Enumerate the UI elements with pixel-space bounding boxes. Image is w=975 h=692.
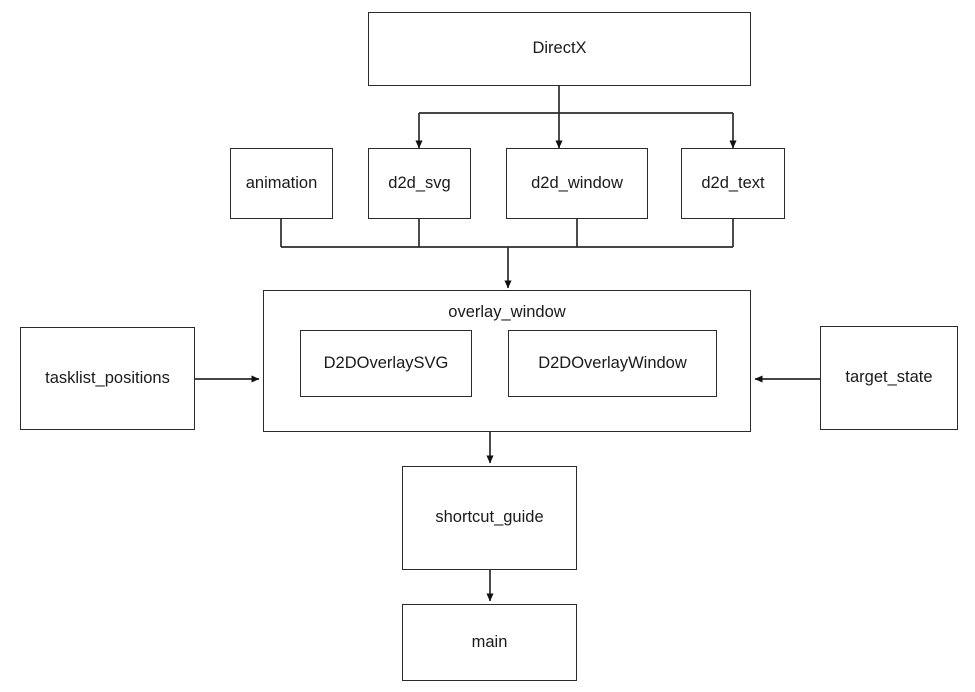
node-tasklist-positions-label: tasklist_positions [45,368,170,387]
node-d2doverlaywindow-label: D2DOverlayWindow [538,353,687,372]
node-d2doverlaywindow[interactable]: D2DOverlayWindow [508,330,717,397]
node-animation[interactable]: animation [230,148,333,219]
node-shortcut-guide[interactable]: shortcut_guide [402,466,577,570]
node-animation-label: animation [245,173,318,192]
node-d2d-text[interactable]: d2d_text [681,148,785,219]
node-directx[interactable]: DirectX [368,12,751,86]
node-d2d-svg-label: d2d_svg [388,173,451,192]
node-d2d-window-label: d2d_window [531,173,623,192]
node-d2d-text-label: d2d_text [701,173,765,192]
node-d2d-window[interactable]: d2d_window [506,148,648,219]
node-tasklist-positions[interactable]: tasklist_positions [20,327,195,430]
node-main[interactable]: main [402,604,577,681]
node-overlay-window-label: overlay_window [448,303,566,321]
node-directx-label: DirectX [532,39,587,58]
node-d2doverlaysvg[interactable]: D2DOverlaySVG [300,330,472,397]
node-target-state-label: target_state [845,368,933,387]
node-d2doverlaysvg-label: D2DOverlaySVG [323,353,449,372]
node-main-label: main [471,632,508,651]
node-target-state[interactable]: target_state [820,326,958,430]
node-shortcut-guide-label: shortcut_guide [435,508,544,527]
node-d2d-svg[interactable]: d2d_svg [368,148,471,219]
